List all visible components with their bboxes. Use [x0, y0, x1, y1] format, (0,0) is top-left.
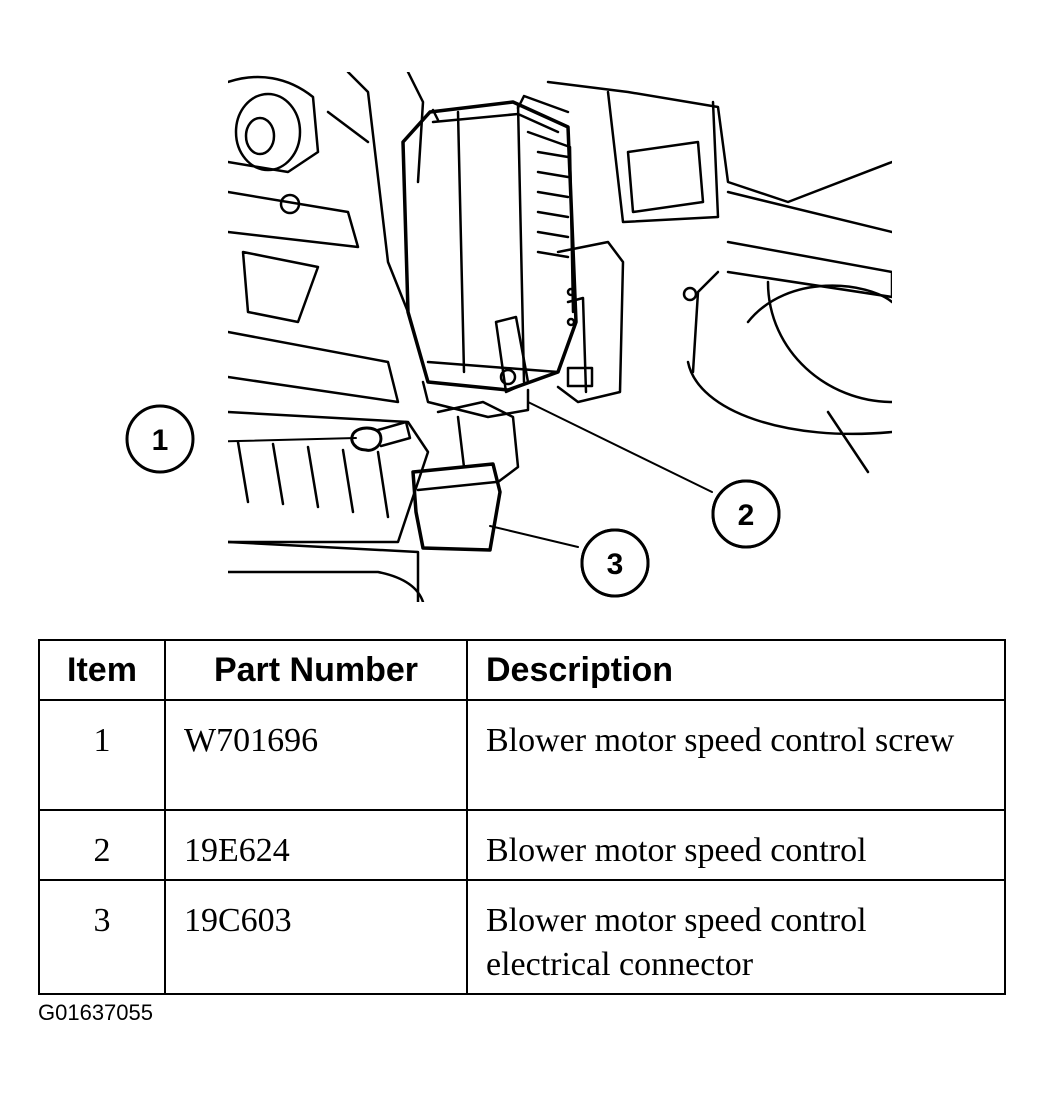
figure-id: G01637055	[38, 1000, 153, 1025]
screw-part	[350, 420, 412, 452]
cell-part-number: W701696	[164, 699, 468, 811]
cell-description: Blower motor speed control electrical co…	[466, 879, 1006, 995]
connector-housing	[556, 240, 625, 404]
leader-line-3	[489, 525, 579, 548]
cell-item: 1	[38, 699, 166, 811]
cell-item: 2	[38, 809, 166, 881]
table-row: 3 19C603 Blower motor speed control elec…	[38, 879, 1006, 995]
table-row: 1 W701696 Blower motor speed control scr…	[38, 699, 1006, 811]
blower-housing-right	[546, 80, 892, 474]
header-description: Description	[466, 639, 1006, 701]
cell-part-number: 19C603	[164, 879, 468, 995]
leader-line-2	[527, 401, 713, 493]
blower-motor-speed-control-illustration	[228, 72, 892, 602]
cell-item: 3	[38, 879, 166, 995]
table-row: 2 19E624 Blower motor speed control	[38, 809, 1006, 881]
cell-description: Blower motor speed control screw	[466, 699, 1006, 811]
leader-line-1	[228, 437, 357, 443]
speed-control-module	[401, 94, 578, 419]
blower-housing-left	[228, 72, 425, 404]
parts-table: Item Part Number Description 1 W701696 B…	[38, 639, 1006, 995]
callout-label-1: 1	[152, 424, 169, 457]
cell-part-number: 19E624	[164, 809, 468, 881]
header-item: Item	[38, 639, 166, 701]
cell-description: Blower motor speed control	[466, 809, 1006, 881]
table-header-row: Item Part Number Description	[38, 639, 1006, 701]
callout-circle-3	[580, 528, 650, 598]
lower-duct	[228, 410, 430, 602]
callout-circle-2	[711, 479, 781, 549]
electrical-connector-part	[411, 400, 520, 552]
header-part-number: Part Number	[164, 639, 468, 701]
